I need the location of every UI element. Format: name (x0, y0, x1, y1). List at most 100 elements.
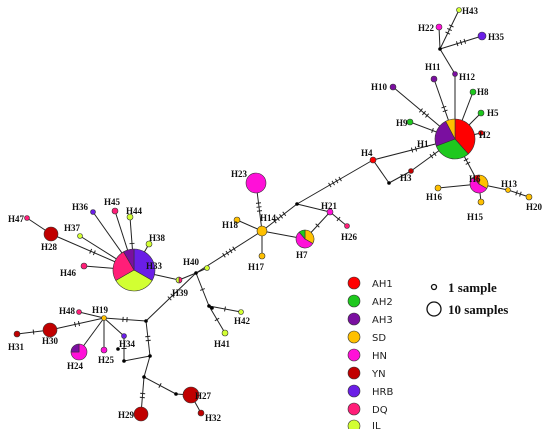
median-vector (438, 47, 442, 51)
mutation-tick (418, 108, 423, 113)
legend-populations: AH1 AH2 AH3 SD HN YN (347, 276, 393, 429)
mutation-tick (225, 250, 230, 256)
mutation-tick (410, 147, 414, 153)
mutation-tick (465, 161, 471, 165)
mutation-tick (414, 146, 418, 152)
haplotype-node-h31 (13, 330, 21, 338)
haplotype-label-h6: H6 (469, 174, 481, 184)
pie-slice (469, 88, 477, 96)
mutation-tick (328, 182, 332, 188)
haplotype-label-h29: H29 (118, 410, 135, 420)
haplotype-label-h12: H12 (459, 72, 476, 82)
mutation-tick (431, 127, 434, 134)
size-label-10: 10 samples (448, 302, 508, 317)
network-edge (123, 355, 151, 362)
network-edge (49, 317, 105, 331)
pie-slice (326, 208, 334, 216)
legend-swatch-ah1 (347, 276, 361, 290)
haplotype-node-h8 (469, 88, 477, 96)
median-vector (210, 306, 214, 310)
mutation-tick (441, 105, 447, 109)
mutation-tick (145, 335, 151, 338)
haplotype-node-h45 (111, 207, 119, 215)
pie-slice (477, 31, 487, 41)
mutation-tick (445, 31, 451, 35)
haplotype-label-h4: H4 (361, 148, 373, 158)
pie-slice (435, 138, 469, 160)
legend-size-scale: 1 sample 10 samples (426, 280, 508, 317)
haplotype-node-h2 (478, 130, 484, 136)
legend-item-ah3: AH3 (347, 312, 393, 326)
haplotype-node-h35 (477, 31, 487, 41)
legend-item-ah1: AH1 (347, 276, 393, 290)
legend-label-ah1: AH1 (372, 279, 393, 290)
haplotype-node-h18 (233, 216, 241, 224)
haplotype-node-h15 (477, 198, 485, 206)
network-edge (103, 317, 125, 337)
haplotype-node-h37 (77, 233, 83, 239)
pie-slice (435, 23, 443, 31)
pie-slice (133, 406, 149, 422)
pie-slice (478, 130, 484, 136)
legend-swatch-dq (347, 402, 361, 416)
pie-slice (389, 83, 397, 91)
haplotype-node-h32 (197, 409, 205, 417)
legend-item-hrb: HRB (347, 384, 393, 398)
haplotype-label-h34: H34 (119, 339, 136, 349)
haplotype-label-h10: H10 (371, 82, 388, 92)
mutation-tick (515, 190, 518, 196)
pie-slice (258, 252, 266, 260)
haplotype-label-h20: H20 (526, 202, 543, 212)
pie-slice (145, 240, 153, 248)
median-vector (194, 271, 198, 275)
haplotype-node-h1 (434, 118, 476, 160)
mutation-tick (282, 211, 287, 217)
haplotype-node-h21 (326, 208, 334, 216)
legend-label-sd: SD (372, 333, 386, 344)
pie-slice (238, 309, 244, 315)
mutation-tick (74, 321, 77, 327)
legend-item-hn: HN (347, 348, 387, 362)
pie-slice (111, 207, 119, 215)
network-edge (388, 170, 412, 184)
haplotype-label-h32: H32 (205, 413, 222, 423)
haplotype-node-h14 (256, 225, 268, 237)
mutation-tick (170, 293, 175, 298)
haplotype-label-h36: H36 (72, 202, 89, 212)
haplotype-node-h23 (245, 172, 267, 194)
haplotype-node-h10 (389, 83, 397, 91)
pie-slice (77, 233, 83, 239)
haplotype-node-h38 (145, 240, 153, 248)
haplotype-node-h22 (435, 23, 443, 31)
mutation-tick (448, 24, 454, 28)
haplotype-label-h35: H35 (488, 32, 505, 42)
pie-slice (456, 7, 462, 13)
mutation-tick (224, 306, 226, 312)
pie-slice (182, 386, 200, 404)
haplotype-label-h38: H38 (149, 233, 166, 243)
haplotype-node-h30 (42, 322, 58, 338)
mutation-tick (455, 41, 459, 47)
mutation-tick (338, 176, 342, 182)
haplotype-label-h43: H43 (462, 6, 479, 16)
median-vector (387, 181, 391, 185)
pie-slice (42, 322, 58, 338)
haplotype-node-h26 (344, 223, 350, 229)
haplotype-node-h40 (204, 265, 210, 271)
haplotype-label-h16: H16 (426, 192, 443, 202)
haplotype-node-h13 (505, 187, 511, 193)
mutation-tick (463, 158, 469, 162)
mutation-tick (429, 153, 434, 159)
haplotype-node-h19 (101, 315, 107, 321)
haplotype-label-h7: H7 (296, 250, 308, 260)
haplotype-node-h33 (112, 248, 156, 292)
pie-slice (121, 333, 127, 339)
mutation-tick (32, 329, 35, 335)
pie-slice (245, 172, 267, 194)
haplotype-label-h27: H27 (195, 391, 212, 401)
haplotype-node-h44 (126, 213, 134, 221)
pie-slice (133, 248, 156, 281)
pie-slice (430, 75, 438, 83)
haplotype-label-h25: H25 (98, 355, 115, 365)
